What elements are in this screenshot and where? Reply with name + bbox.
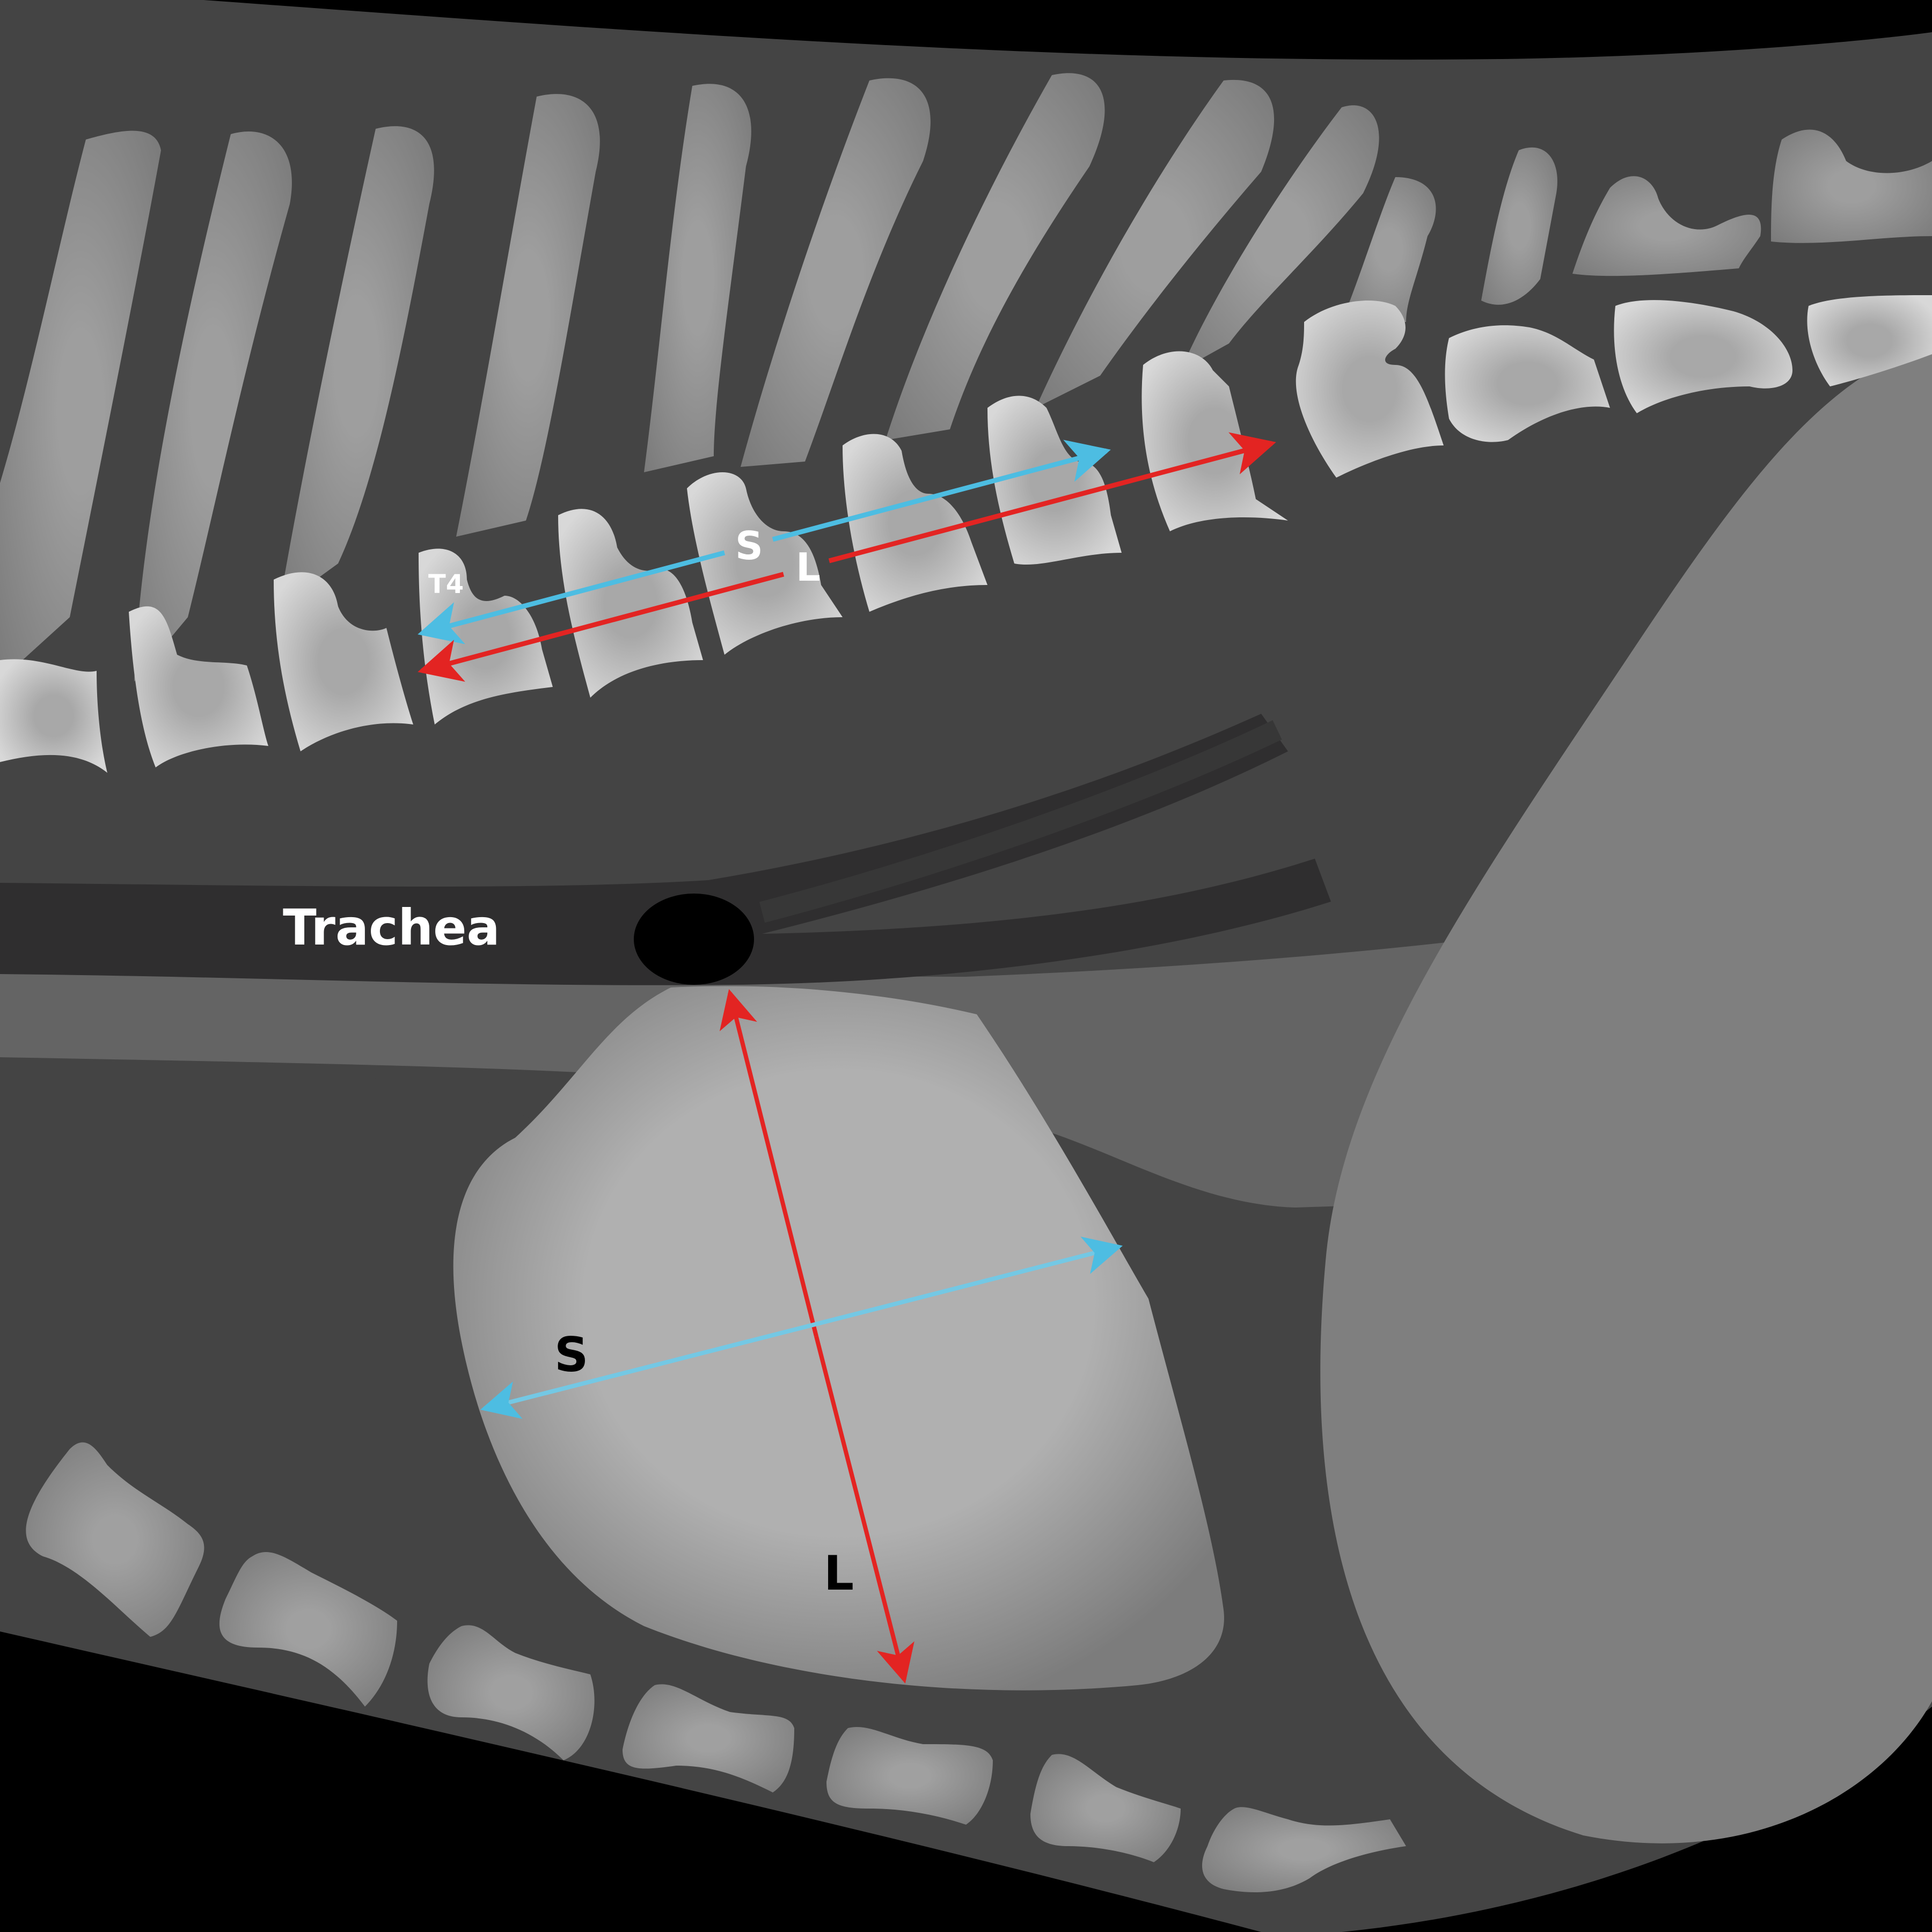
heart-long-axis-arrow-lower	[814, 1336, 914, 1684]
vertebrae	[0, 295, 1932, 773]
spine-long-axis-arrow-right	[828, 432, 1276, 564]
ribs	[0, 73, 1932, 692]
bronchus-upper-fade	[759, 720, 1282, 923]
diaphragm-liver	[1320, 343, 1932, 1843]
spine-long-axis-arrow	[418, 572, 785, 682]
heart-long-axis-arrow	[719, 989, 818, 1337]
heart-silhouette	[453, 986, 1224, 1690]
trachea	[0, 714, 1331, 985]
heart-short-axis-arrow	[810, 1236, 1123, 1328]
spine-short-axis-arrow-right	[772, 440, 1111, 542]
trachea-label: Trachea	[283, 899, 500, 956]
spine-short-axis-label: S	[735, 523, 763, 568]
heart-short-axis-arrow-left	[480, 1323, 811, 1419]
sternebrae	[26, 1442, 1406, 1892]
spine-short-axis-arrow	[418, 550, 726, 645]
spine-long-axis-label: L	[796, 545, 821, 590]
caudal-lung-dark	[0, 1060, 537, 1395]
trachea-lumen	[634, 894, 754, 985]
heart-long-axis-label: L	[824, 1546, 854, 1601]
heart-short-axis-label: S	[554, 1327, 588, 1382]
t4-label: T4	[428, 569, 464, 599]
